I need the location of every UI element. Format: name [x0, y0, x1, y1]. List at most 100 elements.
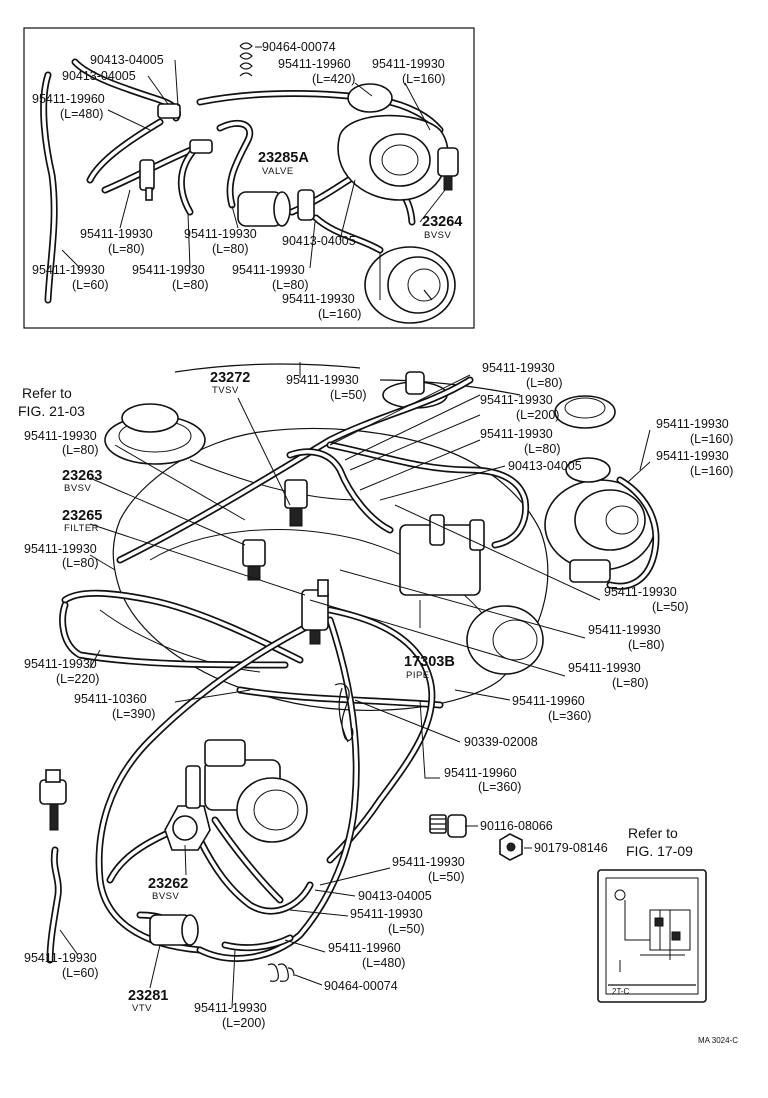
- inset-label-8-code: 95411-19930: [32, 263, 105, 277]
- main-label-5-code: 95411-19930: [24, 429, 97, 443]
- main-label-20-code: 95411-19930: [392, 855, 465, 869]
- bvsv-23262-number: 23262: [148, 876, 188, 892]
- main-label-2-length: (L=80): [526, 376, 562, 390]
- tvsv-number: 23272: [210, 370, 250, 386]
- main-label-11-length: (L=80): [628, 638, 664, 652]
- main-label-14-length: (L=390): [112, 707, 155, 721]
- inset-bvsv-name: BVSV: [424, 230, 452, 241]
- main-label-23-code: 95411-19960: [328, 941, 401, 955]
- inset-valve-number: 23285A: [258, 150, 309, 166]
- clip-90339-part: [334, 683, 354, 743]
- inset-label-6-length: (L=80): [108, 242, 144, 256]
- fuel-filter-part: [39, 769, 67, 831]
- valve-23285a-part: [237, 189, 315, 227]
- main-label-12-code: 95411-19930: [24, 657, 97, 671]
- main-label-7-code: 95411-19930: [656, 449, 729, 463]
- main-label-24-code: 90464-00074: [324, 979, 398, 993]
- main-label-18-code: 90116-08066: [480, 819, 553, 833]
- inset-valve-name: VALVE: [262, 166, 294, 177]
- main-label-25-code: 95411-19930: [24, 951, 97, 965]
- tvsv-23272-part: [242, 479, 308, 581]
- main-label-9-code: 95411-19930: [24, 542, 97, 556]
- main-drawing: 2T-C: [18, 361, 738, 1045]
- vtv-23281-part: [149, 914, 199, 946]
- main-label-12-length: (L=220): [56, 672, 99, 686]
- main-label-4-length: (L=80): [524, 442, 560, 456]
- inset-label-7-length: (L=80): [212, 242, 248, 256]
- inset-clip-part: [239, 42, 253, 77]
- clip-90464-part: [267, 963, 295, 982]
- inset-label-5-code: 95411-19930: [372, 57, 445, 71]
- main-label-15-length: (L=360): [548, 709, 591, 723]
- vtv-name: VTV: [132, 1003, 152, 1014]
- inset-labels: 90464-00074 90413-04005 90413-04005 9541…: [32, 40, 462, 321]
- inset-clip-label: 90464-00074: [262, 40, 336, 54]
- filter-name: FILTER: [64, 523, 99, 534]
- main-label-13-length: (L=80): [612, 676, 648, 690]
- main-label-5-length: (L=80): [62, 443, 98, 457]
- pipe-number: 17303B: [404, 654, 455, 670]
- main-parts: 2T-C: [39, 479, 707, 1003]
- pipe-name: PIPE: [406, 670, 430, 681]
- bvsv-23264-part: [437, 147, 459, 191]
- label-card-caption: 2T-C: [612, 987, 630, 996]
- filter-23265-part: [301, 579, 329, 645]
- inset-label-11-code: 95411-19930: [232, 263, 305, 277]
- main-label-7-length: (L=160): [690, 464, 733, 478]
- inset-label-9-length: (L=80): [172, 278, 208, 292]
- inset-label-4-code: 95411-19960: [278, 57, 351, 71]
- refer-bottom-line2: FIG. 17-09: [626, 843, 693, 859]
- inset-label-12-length: (L=160): [318, 307, 361, 321]
- inset-label-3-code: 95411-19960: [32, 92, 105, 106]
- nut-90179-part: [499, 833, 523, 861]
- inset-label-9-code: 95411-19930: [132, 263, 205, 277]
- main-label-23-length: (L=480): [362, 956, 405, 970]
- refer-top-line2: FIG. 21-03: [18, 403, 85, 419]
- main-label-10-length: (L=50): [652, 600, 688, 614]
- refer-bottom-line1: Refer to: [628, 825, 678, 841]
- main-label-26-code: 95411-19930: [194, 1001, 267, 1015]
- tvsv-name: TVSV: [212, 385, 239, 396]
- inset-label-4-length: (L=420): [312, 72, 355, 86]
- inset-label-3-length: (L=480): [60, 107, 103, 121]
- bvsv-23263-name: BVSV: [64, 483, 92, 494]
- main-label-3-length: (L=200): [516, 408, 559, 422]
- inset-label-6-code: 95411-19930: [80, 227, 153, 241]
- bvsv-23262-name: BVSV: [152, 891, 180, 902]
- main-label-4-code: 95411-19930: [480, 427, 553, 441]
- refer-top-line1: Refer to: [22, 385, 72, 401]
- main-label-6-length: (L=160): [690, 432, 733, 446]
- vtv-number: 23281: [128, 988, 168, 1004]
- carburetor-part: [399, 514, 544, 675]
- main-label-22-code: 95411-19930: [350, 907, 423, 921]
- main-leaders: [59, 362, 651, 1009]
- main-label-6-code: 95411-19930: [656, 417, 729, 431]
- main-label-17-length: (L=360): [478, 780, 521, 794]
- inset-label-7-code: 95411-19930: [184, 227, 257, 241]
- main-label-17-code: 95411-19960: [444, 766, 517, 780]
- inset-parts: [139, 42, 459, 324]
- drawing-id: MA 3024-C: [698, 1036, 738, 1045]
- main-label-3-code: 95411-19930: [480, 393, 553, 407]
- inset-label-8-length: (L=60): [72, 278, 108, 292]
- main-label-8-code: 90413-04005: [508, 459, 582, 473]
- main-label-10-code: 95411-19930: [604, 585, 677, 599]
- main-label-13-code: 95411-19930: [568, 661, 641, 675]
- diaphragm-block-part: [204, 739, 308, 843]
- main-label-1-code: 95411-19930: [286, 373, 359, 387]
- inset-label-12-code: 95411-19930: [282, 292, 355, 306]
- main-label-15-code: 95411-19960: [512, 694, 585, 708]
- radiator-cap-part: [554, 395, 616, 429]
- main-label-26-length: (L=200): [222, 1016, 265, 1030]
- inset-label-11-length: (L=80): [272, 278, 308, 292]
- inset-bvsv-number: 23264: [422, 214, 462, 230]
- inset-leaders: [61, 46, 446, 300]
- main-label-16-code: 90339-02008: [464, 735, 538, 749]
- main-label-2-code: 95411-19930: [482, 361, 555, 375]
- main-label-25-length: (L=60): [62, 966, 98, 980]
- main-labels: Refer to FIG. 21-03 Refer to FIG. 17-09 …: [18, 361, 738, 1045]
- bvsv-23263-number: 23263: [62, 468, 102, 484]
- label-card-part: 2T-C: [597, 869, 707, 1003]
- inset-label-10-code: 90413-04005: [282, 234, 356, 248]
